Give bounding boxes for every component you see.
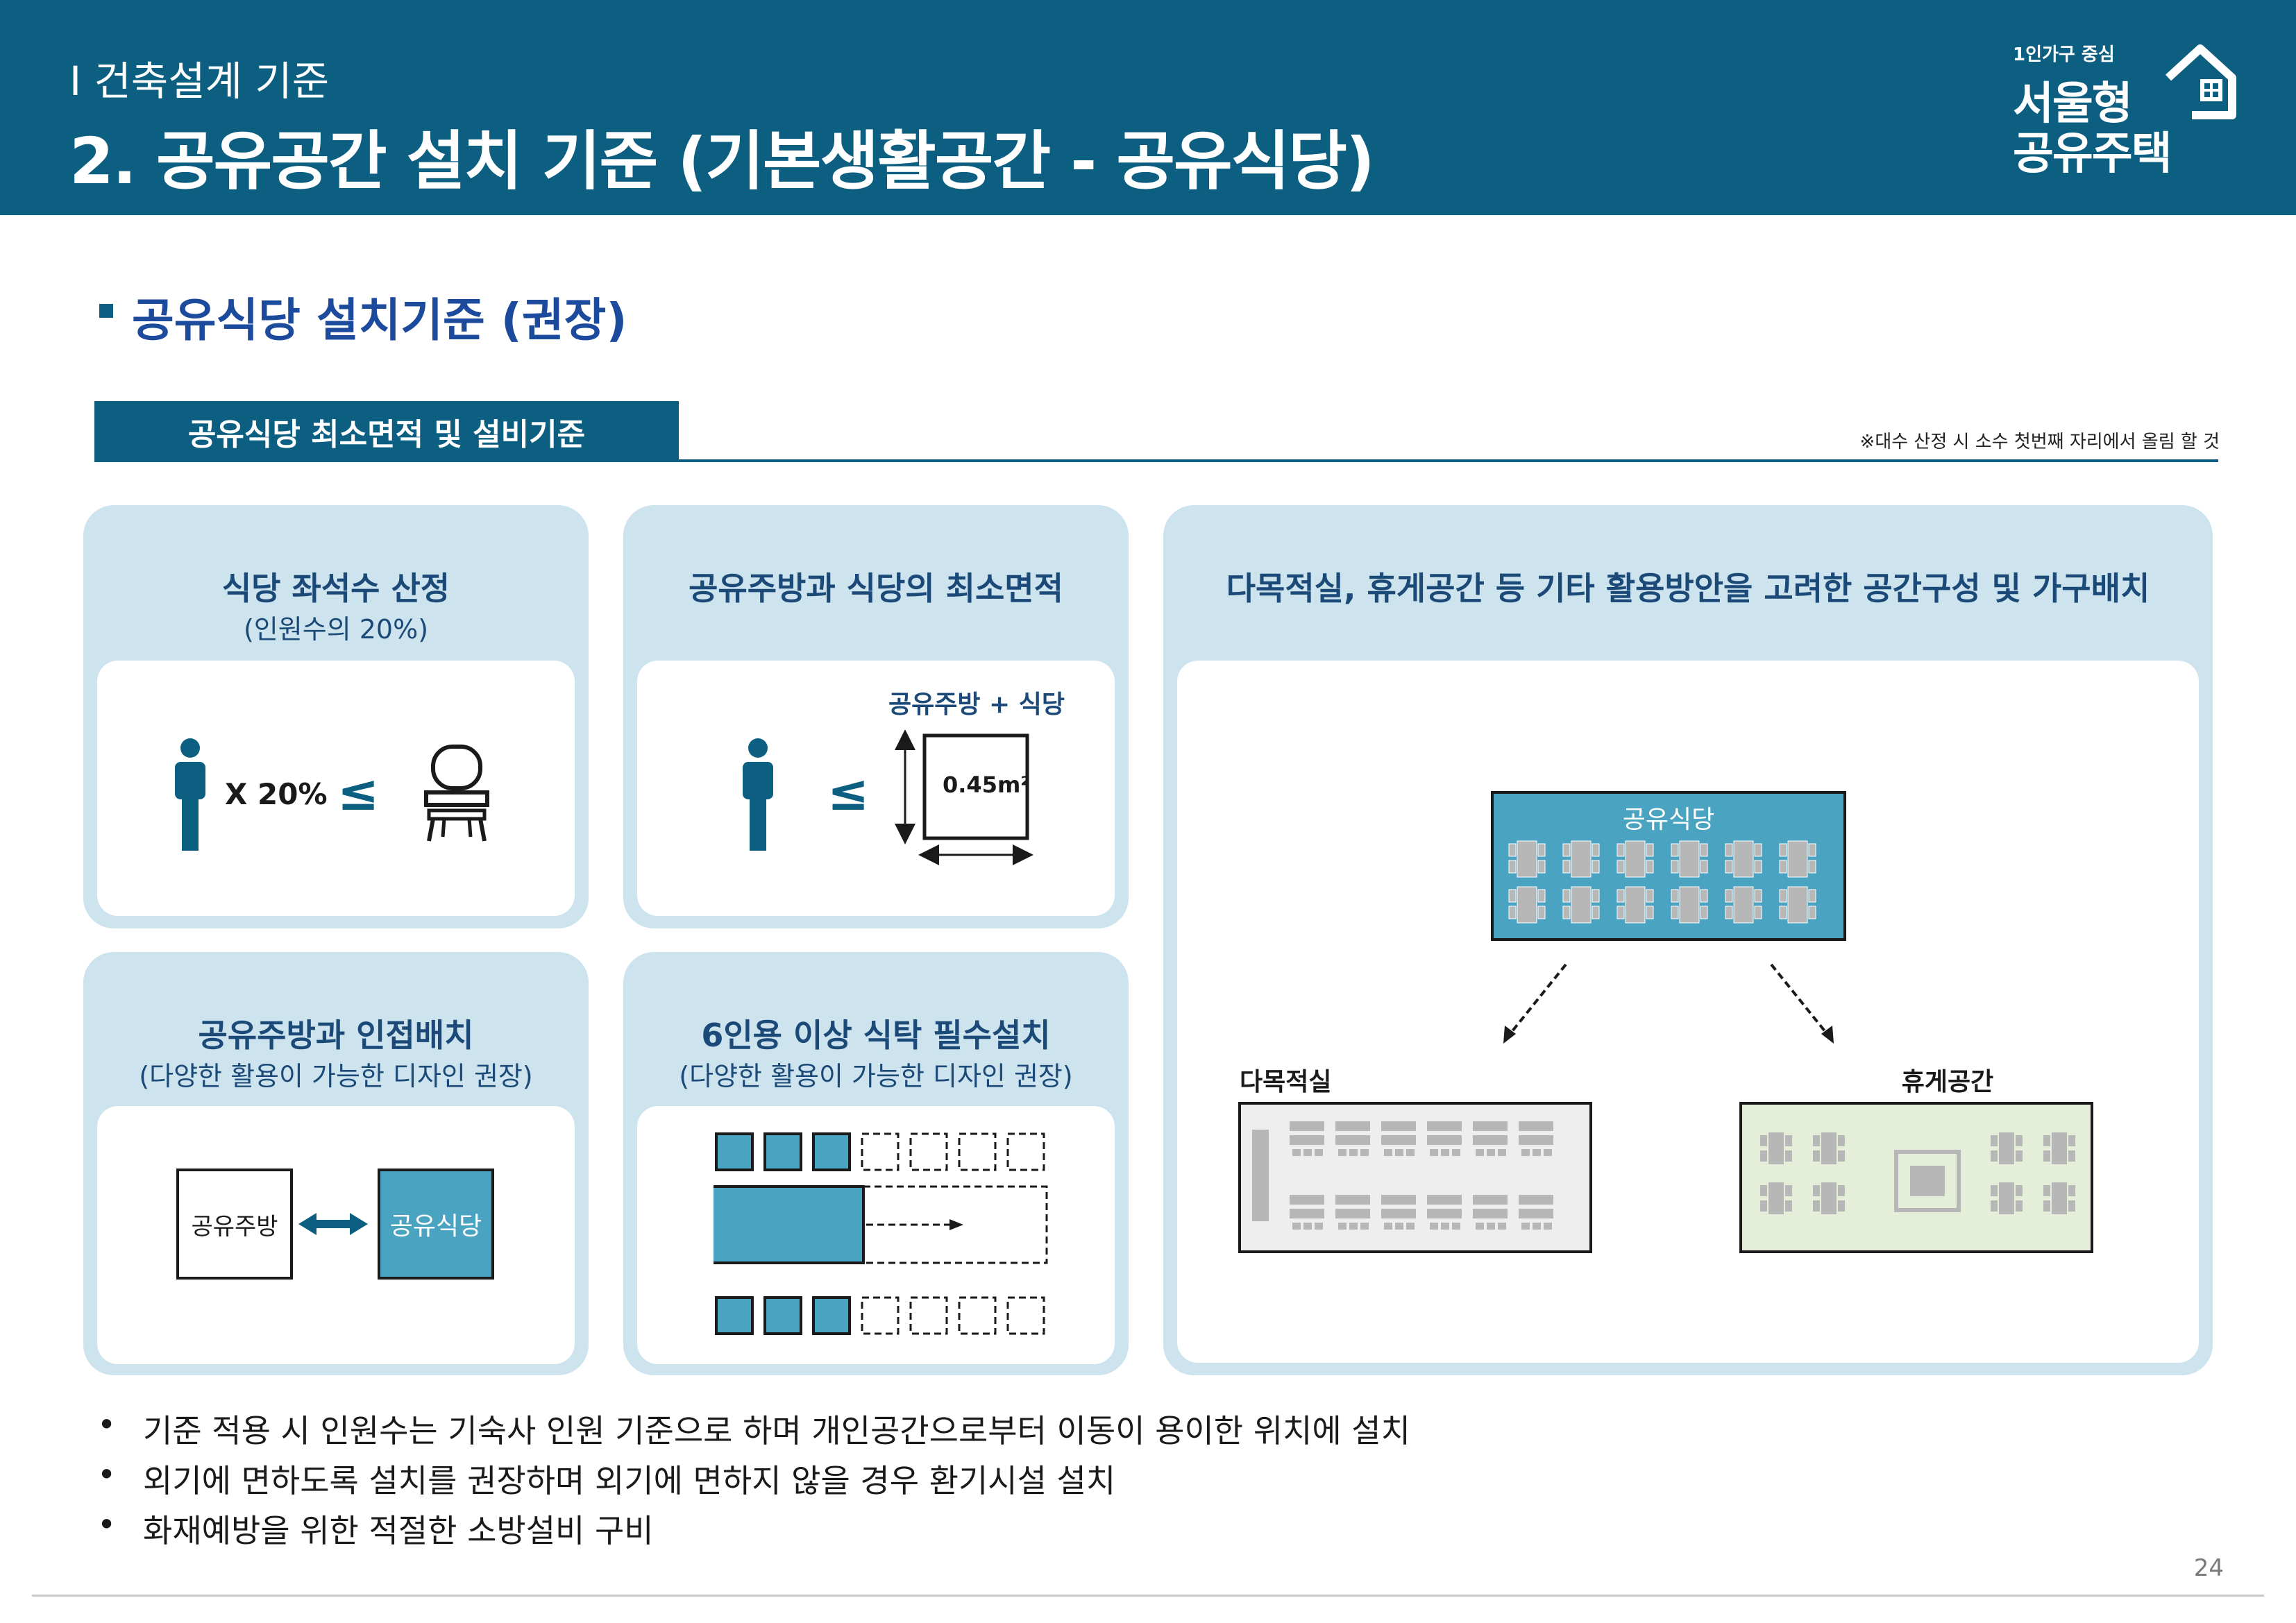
card-body <box>637 1106 1115 1364</box>
multipurpose-room-label: 다목적실 <box>1240 1068 1332 1096</box>
card-body: X 20% ≤ <box>97 661 575 916</box>
card-title: 6인용 이상 식탁 필수설치 <box>701 1017 1051 1054</box>
card-body: 공유주방 + 식당 ≤ 0.45m² <box>637 661 1115 916</box>
logo: 1인가구 중심 서울형 공유주택 <box>2013 40 2236 180</box>
card-subtitle: (다양한 활용이 가능한 디자인 권장) <box>679 1061 1073 1091</box>
less-equal-symbol: ≤ <box>337 763 380 822</box>
logo-tagline: 1인가구 중심 <box>2013 44 2115 65</box>
double-arrow-icon <box>298 1213 368 1235</box>
person-icon <box>743 738 773 851</box>
page-number: 24 <box>2193 1554 2224 1582</box>
kitchen-box: 공유주방 <box>176 1169 293 1280</box>
card-tables: 6인용 이상 식탁 필수설치 (다양한 활용이 가능한 디자인 권장) <box>623 952 1129 1375</box>
card-seat-count: 식당 좌석수 산정 (인원수의 20%) X 20% ≤ <box>83 505 589 928</box>
chair-icon <box>424 745 489 842</box>
card-title: 공유주방과 식당의 최소면적 <box>689 570 1063 607</box>
card-title: 다목적실, 휴게공간 등 기타 활용방안을 고려한 공간구성 및 가구배치 <box>1226 570 2150 607</box>
card-subtitle: (인원수의 20%) <box>243 614 429 645</box>
multiplier-label: X 20% <box>225 777 328 811</box>
subtitle-bullet <box>99 304 113 318</box>
page-title: 2. 공유공간 설치 기준 (기본생활공간 - 공유식당) <box>69 124 1375 198</box>
footnote: ※대수 산정 시 소수 첫번째 자리에서 올림 할 것 <box>1859 432 2220 452</box>
less-equal-symbol: ≤ <box>827 763 870 822</box>
person-icon <box>175 738 205 851</box>
card-body: 공유주방 공유식당 <box>97 1106 575 1364</box>
logo-line-1: 서울형 <box>2013 78 2133 130</box>
tab-underline <box>94 459 2218 462</box>
dining-box: 공유식당 <box>378 1169 494 1280</box>
category-tab: 공유식당 최소면적 및 설비기준 <box>94 401 679 462</box>
section-subtitle: 공유식당 설치기준 (권장) <box>132 294 627 347</box>
area-diagram <box>895 730 1033 865</box>
dining-room-label: 공유식당 <box>1622 806 1715 834</box>
area-box-label: 공유주방 + 식당 <box>888 690 1065 719</box>
space-layout-diagram <box>1238 791 2093 1253</box>
footer-divider <box>32 1595 2264 1597</box>
lounge-label: 휴게공간 <box>1901 1068 1994 1096</box>
card-title: 식당 좌석수 산정 <box>221 570 450 607</box>
house-icon <box>2165 44 2236 119</box>
card-adjacency: 공유주방과 인접배치 (다양한 활용이 가능한 디자인 권장) 공유주방 공유식… <box>83 952 589 1375</box>
card-min-area: 공유주방과 식당의 최소면적 공유주방 + 식당 ≤ 0.45m² <box>623 505 1129 928</box>
header-bar <box>0 0 2296 215</box>
area-value: 0.45m² <box>943 772 1031 798</box>
table-diagram <box>714 1132 1048 1335</box>
card-title: 공유주방과 인접배치 <box>198 1017 474 1054</box>
card-subtitle: (다양한 활용이 가능한 디자인 권장) <box>139 1061 533 1091</box>
card-body: 공유식당 다목적실 휴게공간 <box>1177 661 2199 1363</box>
logo-line-2: 공유주택 <box>2013 128 2172 180</box>
card-space-layout: 다목적실, 휴게공간 등 기타 활용방안을 고려한 공간구성 및 가구배치 공유… <box>1163 505 2213 1375</box>
section-label: I 건축설계 기준 <box>69 58 330 105</box>
